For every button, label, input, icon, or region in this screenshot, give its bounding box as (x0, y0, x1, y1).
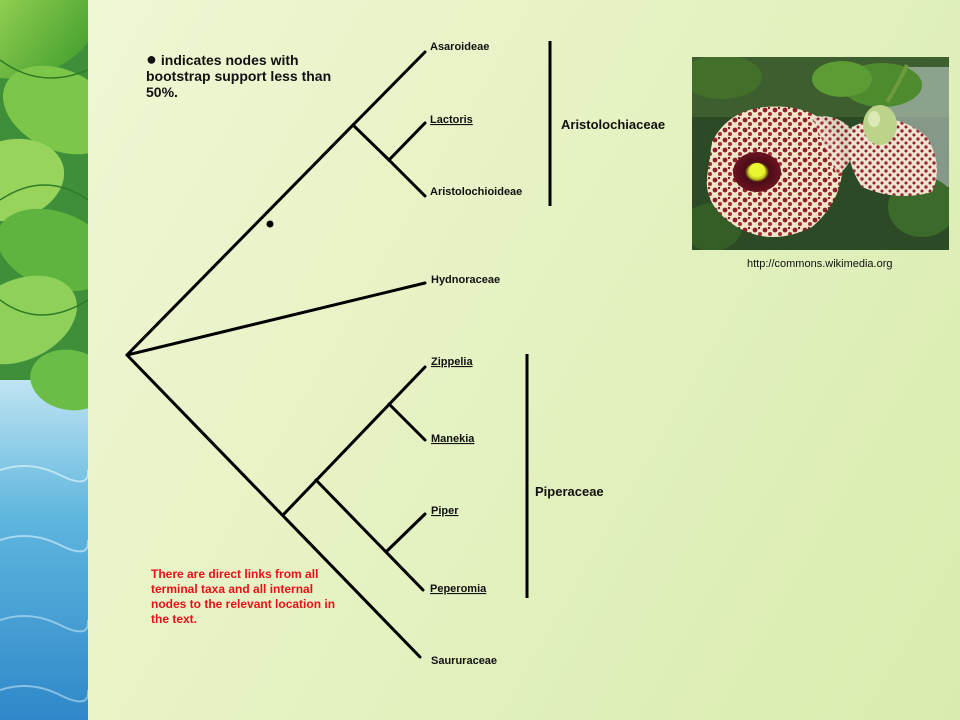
branch-root-aristolochiaceae (125, 123, 355, 357)
low-support-node-marker (266, 220, 274, 228)
branch-asaroideae (351, 50, 427, 127)
branch-piperaceae-stem (281, 365, 427, 517)
branch-aristo-lactoris-node (351, 123, 391, 162)
taxon-saururaceae[interactable]: Saururaceae (431, 655, 497, 667)
leaf-water-decoration (0, 0, 88, 720)
taxon-manekia[interactable]: Manekia (431, 433, 475, 445)
taxon-lactoris[interactable]: Lactoris (430, 114, 473, 126)
branch-lactoris (387, 121, 427, 162)
taxon-aristolochioideae[interactable]: Aristolochioideae (430, 186, 522, 198)
taxon-hydnoraceae[interactable]: Hydnoraceae (431, 274, 500, 286)
taxon-asaroideae[interactable]: Asaroideae (430, 41, 489, 53)
branch-piper (385, 512, 427, 553)
family-aristolochiaceae[interactable]: Aristolochiaceae (561, 117, 665, 132)
branch-manekia-node (387, 402, 427, 442)
legend-text: indicates nodes with bootstrap support l… (146, 52, 332, 100)
taxon-peperomia[interactable]: Peperomia (430, 583, 487, 595)
taxon-piper[interactable]: Piper (431, 505, 459, 517)
legend-bullet: ● (146, 49, 157, 69)
branch-aristolochioideae (387, 158, 427, 198)
branch-piper-peperomia-node (314, 478, 425, 592)
taxon-zippelia[interactable]: Zippelia (431, 356, 473, 368)
bootstrap-legend: ●indicates nodes with bootstrap support … (146, 49, 346, 100)
links-note: There are direct links from all terminal… (151, 567, 336, 626)
image-credit[interactable]: http://commons.wikimedia.org (747, 258, 893, 270)
branch-hydnoraceae (125, 281, 427, 357)
branch-root-saururaceae (125, 353, 422, 659)
flower-photo (692, 57, 949, 250)
family-piperaceae[interactable]: Piperaceae (535, 484, 604, 499)
